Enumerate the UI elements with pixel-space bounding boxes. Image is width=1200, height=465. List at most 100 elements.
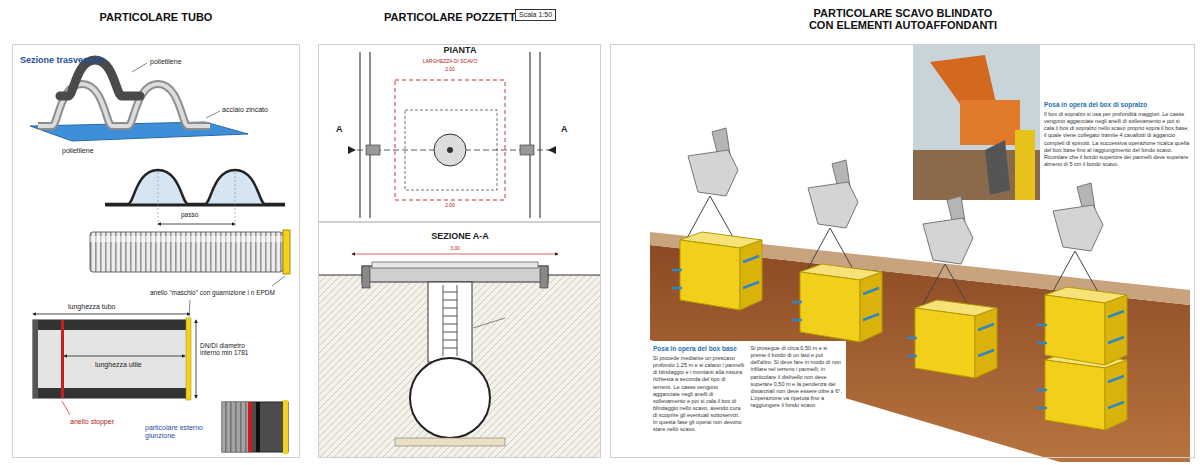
manhole-section bbox=[428, 282, 472, 362]
manhole-plan bbox=[434, 134, 466, 166]
manhole-section bbox=[410, 358, 490, 438]
joint-detail bbox=[256, 402, 260, 452]
manhole-plan bbox=[348, 146, 356, 154]
note-box: Posa in opera del box base Si procede med… bbox=[649, 341, 846, 438]
pipe-longitudinal bbox=[61, 320, 64, 398]
excavation-photo bbox=[985, 140, 1010, 195]
part-label: polietilene bbox=[150, 58, 182, 66]
text-column: Si prosegue di circa 0,50 m e si preme i… bbox=[751, 345, 843, 434]
pipe-longitudinal bbox=[64, 356, 185, 357]
dimension-label: lunghezza utile bbox=[95, 361, 142, 369]
pipe-section-drawing bbox=[30, 122, 248, 141]
pipe-profile bbox=[235, 172, 236, 228]
note-body: Il box di sopralzo si usa per profondità… bbox=[1044, 111, 1191, 168]
excavation-photo bbox=[1015, 130, 1035, 200]
trench-illustration bbox=[1037, 287, 1127, 365]
pipe-profile bbox=[158, 224, 235, 225]
manhole-plan bbox=[548, 146, 556, 154]
pipe-longitudinal bbox=[186, 318, 191, 400]
manhole-plan bbox=[359, 52, 360, 218]
pipe-longitudinal bbox=[33, 388, 190, 398]
pipe-section-drawing bbox=[30, 60, 248, 141]
part-label: anello stopper bbox=[70, 418, 114, 426]
section-mark: A bbox=[336, 124, 343, 134]
manhole-section bbox=[443, 292, 457, 348]
pipe-longitudinal bbox=[33, 314, 190, 315]
scale-label: Scala 1:50 bbox=[515, 9, 556, 21]
dimension-label: passo bbox=[181, 211, 198, 218]
manhole-plan bbox=[369, 52, 370, 218]
joint-detail bbox=[283, 400, 288, 454]
trench-illustration bbox=[907, 300, 997, 378]
pipe-profile bbox=[105, 170, 285, 204]
pipe-longitudinal bbox=[33, 320, 190, 330]
panel-title: PARTICOLARE POZZETTO bbox=[384, 11, 524, 23]
pipe-longitudinal bbox=[33, 320, 38, 398]
pipe-longitudinal bbox=[189, 300, 190, 317]
manhole-section bbox=[352, 254, 558, 255]
excavation-photo bbox=[960, 100, 1020, 145]
note-heading: Posa in opera del box di sopralzo bbox=[1044, 101, 1191, 108]
manhole-plan bbox=[319, 222, 600, 223]
trench-illustration bbox=[650, 128, 1190, 462]
trench-illustration bbox=[686, 128, 738, 246]
dimension-label: DN/DI diametro interno min 1781 bbox=[200, 342, 260, 357]
manhole-section bbox=[362, 266, 548, 282]
manhole-section bbox=[319, 254, 600, 457]
manhole-section bbox=[457, 285, 458, 356]
trench-illustration bbox=[806, 160, 858, 278]
corrugated-pipe bbox=[90, 230, 290, 286]
corrugated-pipe bbox=[90, 232, 283, 272]
manhole-section bbox=[362, 266, 370, 288]
pipe-profile bbox=[105, 204, 285, 207]
pipe-section-drawing bbox=[60, 60, 140, 96]
pipe-profile bbox=[105, 170, 285, 228]
note-heading: Posa in opera del box base bbox=[653, 345, 745, 352]
note-box: Posa in opera del box di sopralzo Il box … bbox=[1044, 101, 1191, 168]
section-mark: A bbox=[561, 124, 568, 134]
dimension-label: 2.00 bbox=[445, 67, 455, 73]
trench-illustration bbox=[1037, 352, 1127, 430]
view-title: PIANTA bbox=[444, 45, 477, 55]
trench-illustration bbox=[672, 232, 762, 310]
note-body: Si procede mediante un prescavo profondo… bbox=[653, 355, 745, 434]
pipe-section-drawing bbox=[206, 111, 220, 118]
text-column: Posa in opera del box base Si procede med… bbox=[653, 345, 745, 434]
joint-detail bbox=[248, 402, 252, 452]
manhole-plan bbox=[529, 52, 530, 218]
pipe-longitudinal bbox=[33, 300, 196, 415]
manhole-plan bbox=[447, 147, 453, 153]
joint-detail bbox=[222, 402, 248, 452]
manhole-plan bbox=[539, 52, 540, 218]
part-label: acciaio zincato bbox=[222, 106, 268, 114]
trench-illustration bbox=[921, 196, 973, 314]
excavation-photo bbox=[913, 45, 1040, 200]
panel-title: PARTICOLARE TUBO bbox=[13, 11, 299, 23]
part-label: polietilene bbox=[62, 147, 94, 155]
manhole-plan bbox=[319, 52, 600, 222]
pipe-section-drawing bbox=[132, 63, 147, 72]
pipe-longitudinal bbox=[33, 320, 190, 398]
excavation-photo bbox=[913, 45, 1040, 200]
pipe-longitudinal bbox=[62, 401, 70, 415]
manhole-section bbox=[540, 266, 548, 288]
corrugated-pipe bbox=[272, 276, 285, 286]
dimension-label: LARGHEZZA DI SCAVO bbox=[423, 59, 478, 65]
corrugated-pipe bbox=[90, 236, 283, 242]
manhole-section bbox=[395, 438, 505, 446]
manhole-plan bbox=[405, 110, 497, 190]
panel-title: PARTICOLARE SCAVO BLINDATO CON ELEMENTI … bbox=[803, 7, 1003, 31]
pipe-section-drawing bbox=[38, 84, 210, 126]
manhole-section bbox=[443, 285, 444, 356]
pipe-longitudinal bbox=[196, 320, 197, 398]
dimension-label: 2.00 bbox=[445, 203, 455, 209]
corrugated-pipe bbox=[283, 230, 290, 274]
trench-illustration bbox=[792, 264, 882, 342]
pipe-profile bbox=[158, 172, 159, 228]
dimension-label: 3.00 bbox=[450, 246, 460, 252]
note-body: Si prosegue di circa 0,50 m e si preme i… bbox=[751, 345, 843, 409]
manhole-plan bbox=[395, 80, 505, 200]
pipe-section-drawing bbox=[38, 84, 210, 126]
part-label: particolare esterno giunzione bbox=[145, 424, 220, 440]
